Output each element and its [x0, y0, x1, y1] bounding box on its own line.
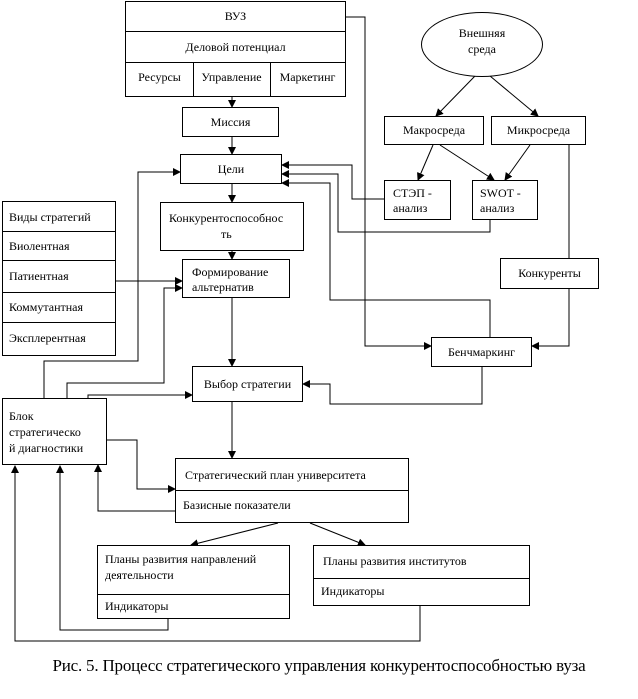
goals-label: Цели [217, 162, 245, 176]
benchmarking-node: Бенчмаркинг [431, 337, 532, 367]
marketing-label: Маркетинг [279, 70, 336, 84]
divider [126, 31, 345, 32]
strategy-type-commutant: Коммутантная [9, 300, 84, 314]
directions-plan-line2: деятельности [105, 568, 174, 582]
strategy-type-patient: Патиентная [9, 269, 69, 283]
step-line1: СТЭП - [393, 186, 432, 200]
arrow-institutes-diagnostics [11, 465, 421, 642]
strategic-plan-node: Стратегический план университета Базисны… [175, 458, 409, 523]
strategy-choice-node: Выбор стратегии [192, 366, 303, 402]
strategic-plan-title: Стратегический план университета [185, 468, 366, 482]
goals-node: Цели [180, 154, 282, 184]
benchmarking-label: Бенчмаркинг [447, 345, 516, 359]
arrow-step-goals [281, 161, 384, 200]
diagnostics-block: Блок стратегическо й диагностики [2, 398, 107, 465]
arrow-diagnostics-goals [43, 168, 181, 398]
directions-plan-node: Планы развития направлений деятельности … [97, 545, 290, 619]
divider [3, 292, 115, 293]
divider [3, 322, 115, 323]
arrow-plan-diagnostics [94, 464, 175, 512]
alternatives-line2: альтернатив [192, 280, 254, 294]
university-block: ВУЗ Деловой потенциал Ресурсы Управление… [125, 1, 346, 97]
divider [3, 231, 115, 232]
diagnostics-line1: Блок [9, 409, 34, 423]
arrow-directions-diagnostics [56, 465, 169, 631]
arrow-diagnostics-choice [87, 391, 193, 399]
management-label: Управление [201, 70, 262, 84]
institutes-plan-title: Планы развития институтов [323, 554, 467, 568]
competitiveness-line2: ть [221, 227, 232, 241]
mission-node: Миссия [182, 107, 279, 137]
basic-indicators-label: Базисные показатели [183, 498, 291, 512]
arrow-macro-swot [439, 144, 495, 181]
competitiveness-node: Конкурентоспособнос ть [160, 202, 304, 251]
divider [193, 62, 194, 96]
figure-caption: Рис. 5. Процесс стратегического управлен… [52, 656, 586, 675]
arrow-diagnostics-alternatives [66, 284, 183, 398]
resources-label: Ресурсы [138, 70, 181, 84]
divider [3, 260, 115, 261]
institutes-indicators-label: Индикаторы [321, 584, 385, 598]
divider [314, 578, 529, 579]
arrow-benchmarking-goals [281, 179, 491, 337]
divider [126, 62, 345, 63]
competitiveness-line1: Конкурентоспособнос [169, 211, 284, 225]
arrow-vuz-benchmarking [346, 16, 432, 350]
step-line2: анализ [393, 201, 428, 215]
university-title: ВУЗ [224, 9, 247, 23]
external-env-line1: Внешняя [458, 26, 506, 40]
competitors-label: Конкуренты [518, 266, 581, 280]
arrow-swot-goals [281, 170, 491, 233]
micro-environment-node: Микросреда [491, 116, 586, 145]
strategy-type-explerent: Эксплерентная [9, 331, 86, 345]
arrow-benchmarking-choice [302, 367, 483, 405]
institutes-plan-node: Планы развития институтов Индикаторы [313, 545, 530, 606]
arrow-env-micro [489, 75, 539, 117]
arrow-plan-institutes [309, 522, 366, 547]
arrow-micro-benchmarking [531, 145, 570, 350]
alternatives-line1: Формирование [192, 265, 269, 279]
mission-label: Миссия [210, 115, 251, 129]
strategy-type-violent: Виолентная [9, 239, 70, 253]
business-potential-label: Деловой потенциал [185, 40, 286, 54]
alternatives-node: Формирование альтернатив [182, 259, 290, 298]
external-env-line2: среда [468, 42, 496, 56]
strategy-types-list: Виды стратегий Виолентная Патиентная Ком… [2, 201, 116, 356]
arrow-micro-swot [504, 144, 531, 181]
diagnostics-line3: й диагностики [9, 441, 84, 455]
macro-env-label: Макросреда [402, 123, 466, 137]
swot-analysis-node: SWOT - анализ [472, 180, 538, 220]
arrow-macro-step [417, 144, 434, 181]
strategy-choice-label: Выбор стратегии [203, 377, 292, 391]
competitors-node: Конкуренты [500, 258, 599, 289]
external-environment-node: Внешняя среда [421, 12, 543, 77]
swot-line1: SWOT - [480, 186, 521, 200]
divider [98, 594, 289, 595]
micro-env-label: Микросреда [506, 123, 571, 137]
directions-indicators-label: Индикаторы [105, 599, 169, 613]
divider [270, 62, 271, 96]
diagnostics-line2: стратегическо [9, 425, 81, 439]
arrow-plan-directions [190, 522, 279, 548]
arrow-diagnostics-plan [107, 439, 176, 493]
strategy-types-header: Виды стратегий [9, 210, 91, 224]
arrow-env-macro [435, 75, 476, 117]
step-analysis-node: СТЭП - анализ [384, 180, 451, 220]
swot-line2: анализ [480, 201, 515, 215]
macro-environment-node: Макросреда [384, 116, 484, 145]
directions-plan-line1: Планы развития направлений [105, 552, 257, 566]
divider [176, 490, 408, 491]
